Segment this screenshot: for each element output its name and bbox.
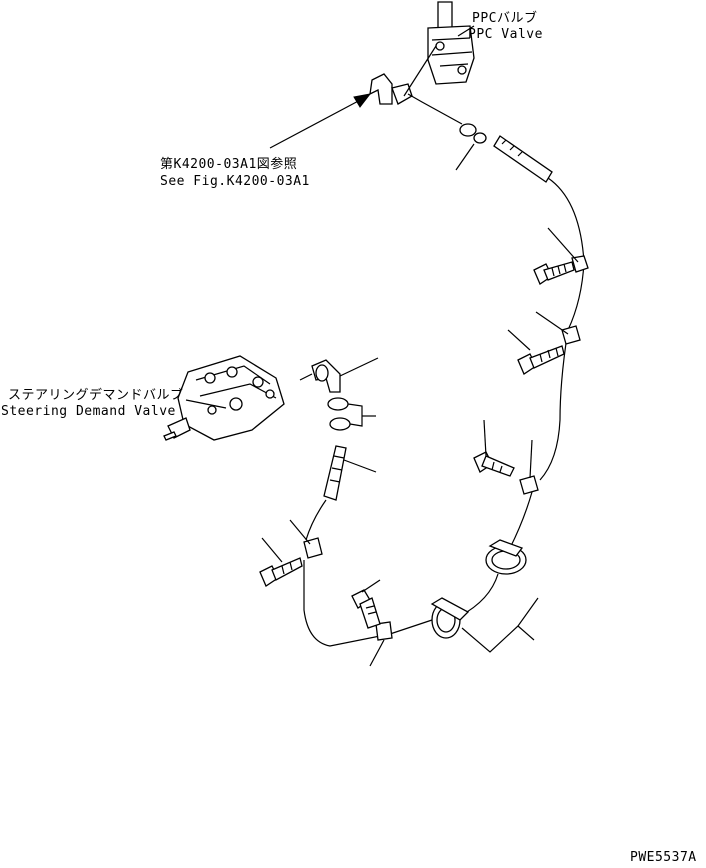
hose-sleeve-top: [493, 135, 553, 183]
steering-demand-valve: [163, 355, 285, 441]
hose-clamp-top: [459, 123, 487, 144]
hose-sleeve-left: [323, 445, 347, 501]
bolt-2: [517, 345, 565, 375]
ppc-valve: [427, 1, 475, 85]
bolt-1: [533, 261, 575, 285]
hose-clamp-small-lower: [329, 417, 351, 431]
hose-band-clamp-lower: [430, 597, 470, 639]
elbow-fitting-steering: [311, 359, 341, 393]
see-fig-label-en: See Fig.K4200-03A1: [160, 174, 310, 189]
drawing-number: PWE5537A: [630, 850, 697, 865]
hose-clip-2: [561, 325, 581, 345]
steering-valve-label-jp: ステアリングデマンドバルブ: [8, 388, 184, 403]
see-fig-label-jp: 第K4200-03A1図参照: [160, 157, 298, 172]
bolt-3: [473, 451, 515, 477]
hose-clip-5: [303, 537, 323, 559]
bolt-5: [259, 557, 303, 587]
bolt-4: [351, 589, 381, 629]
hose-clip-3: [519, 475, 539, 495]
hose-clip-4: [375, 621, 393, 641]
hose-band-clamp-upper: [485, 539, 527, 575]
elbow-fitting-ppc: [369, 73, 413, 105]
see-fig-arrow: [269, 93, 372, 149]
steering-valve-label-en: Steering Demand Valve: [1, 404, 176, 419]
ppc-valve-label-jp: PPCバルブ: [472, 11, 538, 26]
ppc-valve-label-en: PPC Valve: [468, 27, 543, 42]
hose-clamp-small-upper: [327, 397, 349, 411]
